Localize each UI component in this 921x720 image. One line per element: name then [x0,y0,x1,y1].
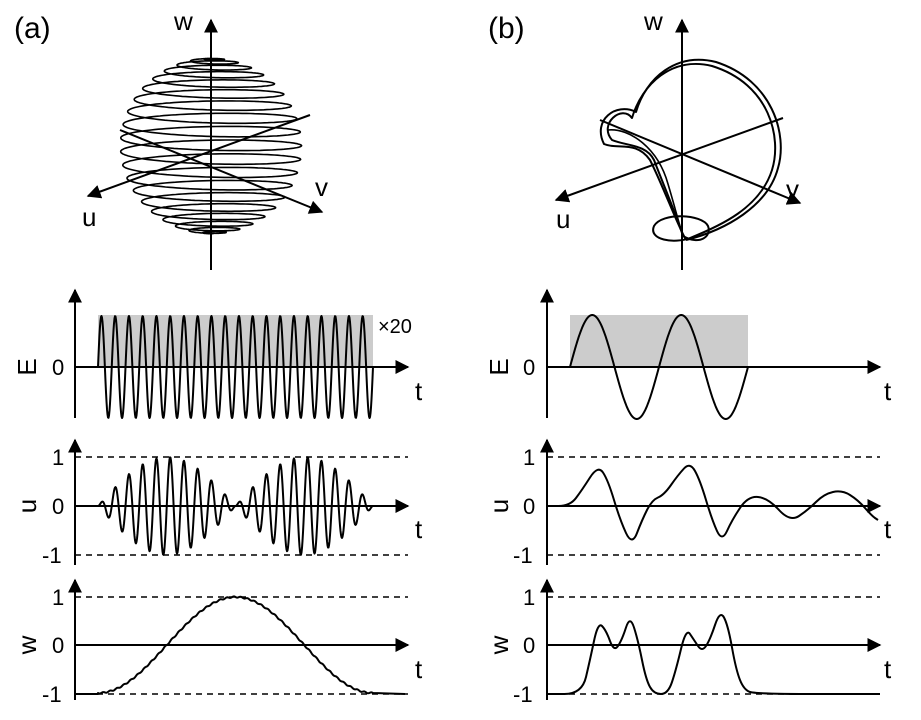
u-tick-1-b: 1 [523,445,535,470]
u-axis-b [554,117,784,203]
multiplier-label: ×20 [378,316,412,338]
panel-a-label: (a) [14,12,51,45]
u-axis-label-a: u [82,202,96,232]
w-xlabel-a: t [415,654,423,684]
bloch-sphere-b: w u v [554,6,802,270]
panel-b-label: (b) [488,12,525,45]
u-tick-minus1-a: -1 [42,543,62,568]
pulse-area-b [570,315,748,367]
bloch-sphere-a: w u v [82,6,328,270]
u-ylabel-b: u [484,499,514,513]
w-curve-a [75,595,406,695]
u-tick-1-a: 1 [52,445,64,470]
e-plot-a: 0 E t ×20 [12,288,423,419]
e-ylabel-a: E [12,358,42,375]
w-plot-a: 1 0 -1 w t [12,578,423,707]
e-zero-tick-a: 0 [52,355,64,380]
u-tick-0-a: 0 [52,494,64,519]
u-plot-b: 1 0 -1 u t [484,438,892,568]
u-tick-minus1-b: -1 [513,543,533,568]
w-tick-0-b: 0 [523,633,535,658]
u-plot-a: 1 0 -1 u t [12,438,423,568]
u-axis-a [86,114,311,199]
u-xlabel-a: t [415,514,423,544]
w-plot-b: 1 0 -1 w t [484,578,892,707]
w-tick-1-a: 1 [52,585,64,610]
u-curve-a [75,456,374,556]
u-curve-b [547,464,879,541]
w-axis-label-a: w [173,6,193,36]
trajectory-a [119,57,303,235]
u-xlabel-b: t [884,514,892,544]
u-ylabel-a: u [12,499,42,513]
e-zero-tick-b: 0 [523,355,535,380]
trajectory-a-spiral [119,57,303,235]
w-tick-minus1-b: -1 [513,682,533,707]
e-xlabel-a: t [415,376,423,406]
u-tick-0-b: 0 [523,494,535,519]
w-tick-0-a: 0 [52,633,64,658]
e-ylabel-b: E [484,358,514,375]
e-plot-b: 0 E t [484,288,892,420]
w-tick-1-b: 1 [523,585,535,610]
w-ylabel-b: w [484,635,514,655]
w-ylabel-a: w [12,635,42,655]
v-axis-label-b: v [786,174,799,204]
v-axis-b [599,119,802,205]
w-axis-label-b: w [643,6,663,36]
u-axis-label-b: u [556,204,570,234]
v-axis-label-a: v [315,172,328,202]
w-xlabel-b: t [884,654,892,684]
w-curve-b [546,614,880,696]
w-tick-minus1-a: -1 [42,682,62,707]
trajectory-b [599,58,782,242]
e-xlabel-b: t [884,376,892,406]
e-field-curve-b [547,314,749,420]
e-field-curve-a [75,315,374,419]
